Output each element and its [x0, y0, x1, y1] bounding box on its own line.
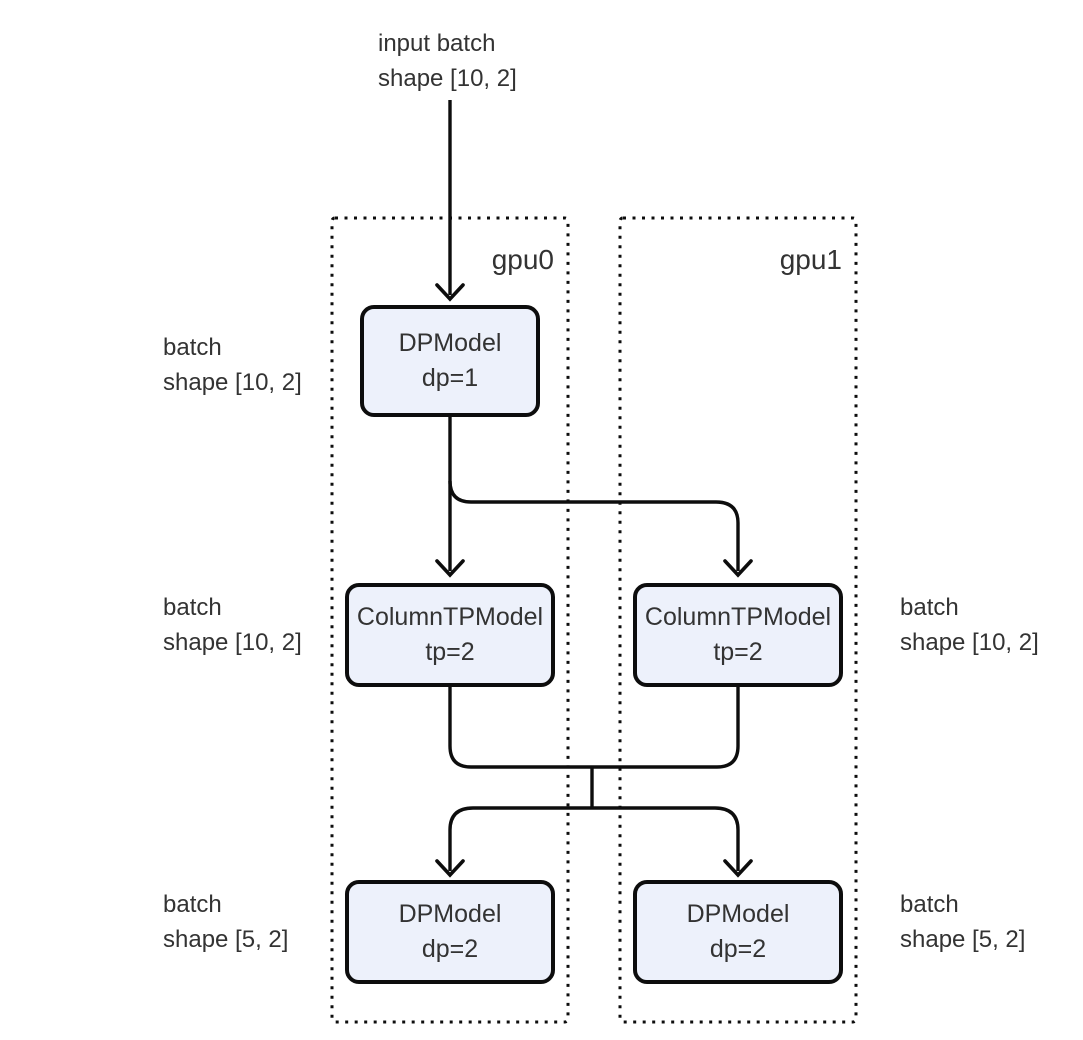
batch-label-row1-left: batch shape [10, 2] [163, 330, 302, 400]
node-dpmodel-dp2-gpu0: DPModel dp=2 [345, 880, 555, 984]
arrowhead-input-icon [435, 283, 465, 302]
batch-label-row2-right-line1: batch [900, 594, 959, 621]
arrowhead-dp2-left-icon [435, 859, 465, 878]
node-dpmodel-dp2-gpu0-title: DPModel [398, 900, 502, 928]
edge-tp-right-merge [592, 687, 740, 769]
batch-label-row3-left: batch shape [5, 2] [163, 887, 288, 957]
batch-label-row3-right-line1: batch [900, 891, 959, 918]
batch-label-row3-left-line1: batch [163, 891, 222, 918]
node-dpmodel-dp2-gpu1-subtitle: dp=2 [709, 935, 767, 963]
batch-label-row2-left-line2: shape [10, 2] [163, 629, 302, 656]
node-dpmodel-dp2-gpu1-title: DPModel [686, 900, 790, 928]
batch-label-row2-right: batch shape [10, 2] [900, 590, 1039, 660]
batch-label-row2-left: batch shape [10, 2] [163, 590, 302, 660]
node-dpmodel-dp2-gpu0-subtitle: dp=2 [421, 935, 479, 963]
edge-dp1-to-tp-right [448, 480, 740, 571]
edge-split-to-dp2-right [592, 806, 740, 871]
node-columntpmodel-gpu0-title: ColumnTPModel [356, 603, 544, 631]
node-dpmodel-dp1-title: DPModel [398, 329, 502, 357]
batch-label-row1-left-line1: batch [163, 334, 222, 361]
batch-label-row3-right: batch shape [5, 2] [900, 887, 1025, 957]
gpu0-title: gpu0 [491, 244, 554, 275]
node-dpmodel-dp1: DPModel dp=1 [360, 305, 540, 417]
input-batch-label: input batch shape [10, 2] [378, 26, 517, 96]
node-columntpmodel-gpu0-subtitle: tp=2 [425, 638, 475, 666]
arrowhead-tp-right-icon [723, 559, 753, 578]
node-dpmodel-dp1-subtitle: dp=1 [421, 364, 479, 392]
input-batch-label-line1: input batch [378, 30, 496, 57]
batch-label-row1-left-line2: shape [10, 2] [163, 369, 302, 396]
node-dpmodel-dp2-gpu1: DPModel dp=2 [633, 880, 843, 984]
batch-label-row3-right-line2: shape [5, 2] [900, 926, 1026, 953]
batch-label-row3-left-line2: shape [5, 2] [163, 926, 289, 953]
node-columntpmodel-gpu1-title: ColumnTPModel [644, 603, 832, 631]
edge-split-to-dp2-left [448, 806, 592, 871]
gpu1-boundary-box [618, 216, 858, 1024]
arrowhead-tp-left-icon [435, 559, 465, 578]
node-columntpmodel-gpu1-subtitle: tp=2 [713, 638, 763, 666]
node-columntpmodel-gpu1: ColumnTPModel tp=2 [633, 583, 843, 687]
arrowhead-dp2-right-icon [723, 859, 753, 878]
edge-tp-left-merge [448, 687, 592, 769]
batch-label-row2-left-line1: batch [163, 594, 222, 621]
gpu1-title: gpu1 [779, 244, 842, 275]
node-columntpmodel-gpu0: ColumnTPModel tp=2 [345, 583, 555, 687]
batch-label-row2-right-line2: shape [10, 2] [900, 629, 1039, 656]
input-batch-label-line2: shape [10, 2] [378, 65, 517, 92]
